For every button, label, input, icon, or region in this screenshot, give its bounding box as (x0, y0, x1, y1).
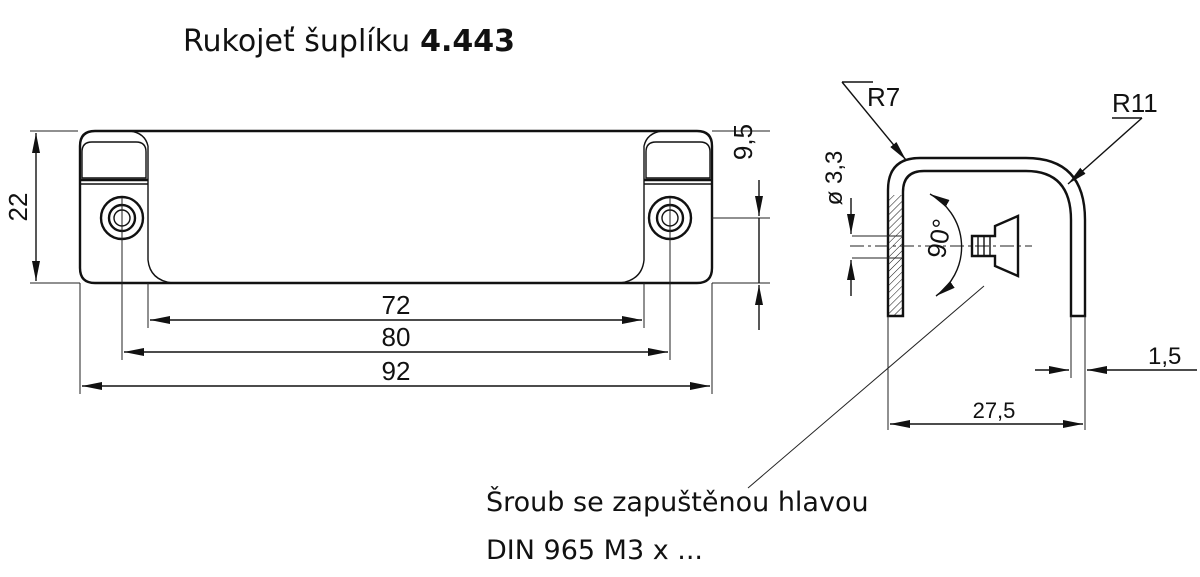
dim-hole-spacing-label: 80 (382, 322, 411, 352)
dim-outer-radius: R11 (1067, 88, 1158, 185)
dim-inner-radius: R7 (841, 81, 907, 161)
front-view: 22 9,5 72 80 92 (3, 124, 770, 394)
dim-hole-spacing: 80 (124, 322, 668, 356)
dim-hole-diameter-label: ø 3,3 (821, 151, 848, 206)
dim-inner-radius-label: R7 (867, 82, 900, 112)
dim-countersink-angle: 90° (921, 193, 963, 297)
dim-hole-diameter: ø 3,3 (821, 151, 855, 296)
dim-overall-length: 92 (82, 356, 710, 390)
screw-note-line2: DIN 965 M3 x ... (486, 535, 704, 566)
section-hatch (888, 195, 903, 316)
dim-offset-label: 9,5 (728, 124, 758, 160)
dim-depth: 27,5 (890, 398, 1083, 428)
dim-countersink-angle-label: 90° (921, 216, 957, 260)
right-end-block (645, 141, 711, 179)
dim-inner-length: 72 (150, 290, 642, 324)
side-view: ø 3,3 90° R7 R11 1,5 (747, 81, 1197, 489)
dim-inner-length-label: 72 (382, 290, 411, 320)
dim-height-label: 22 (3, 193, 33, 222)
dim-thickness-label: 1,5 (1148, 343, 1181, 370)
dim-outer-radius-label: R11 (1112, 88, 1158, 118)
handle-outline (78, 129, 714, 285)
dim-overall-length-label: 92 (382, 356, 411, 386)
handle-profile (886, 156, 1087, 318)
dim-height: 22 (3, 133, 40, 281)
dim-thickness: 1,5 (1035, 343, 1197, 374)
dim-offset: 9,5 (728, 124, 763, 330)
handle-grip-recess (129, 130, 663, 284)
countersunk-screw (970, 214, 1020, 278)
drawing-title: Rukojeť šuplíku 4.443 (183, 24, 515, 59)
title-name: Rukojeť šuplíku (183, 24, 411, 59)
screw-note-line1: Šroub se zapuštěnou hlavou (486, 487, 869, 518)
screw-leader-line (747, 285, 985, 489)
left-end-block (81, 141, 147, 179)
dim-depth-label: 27,5 (973, 398, 1016, 423)
title-code: 4.443 (420, 24, 515, 59)
